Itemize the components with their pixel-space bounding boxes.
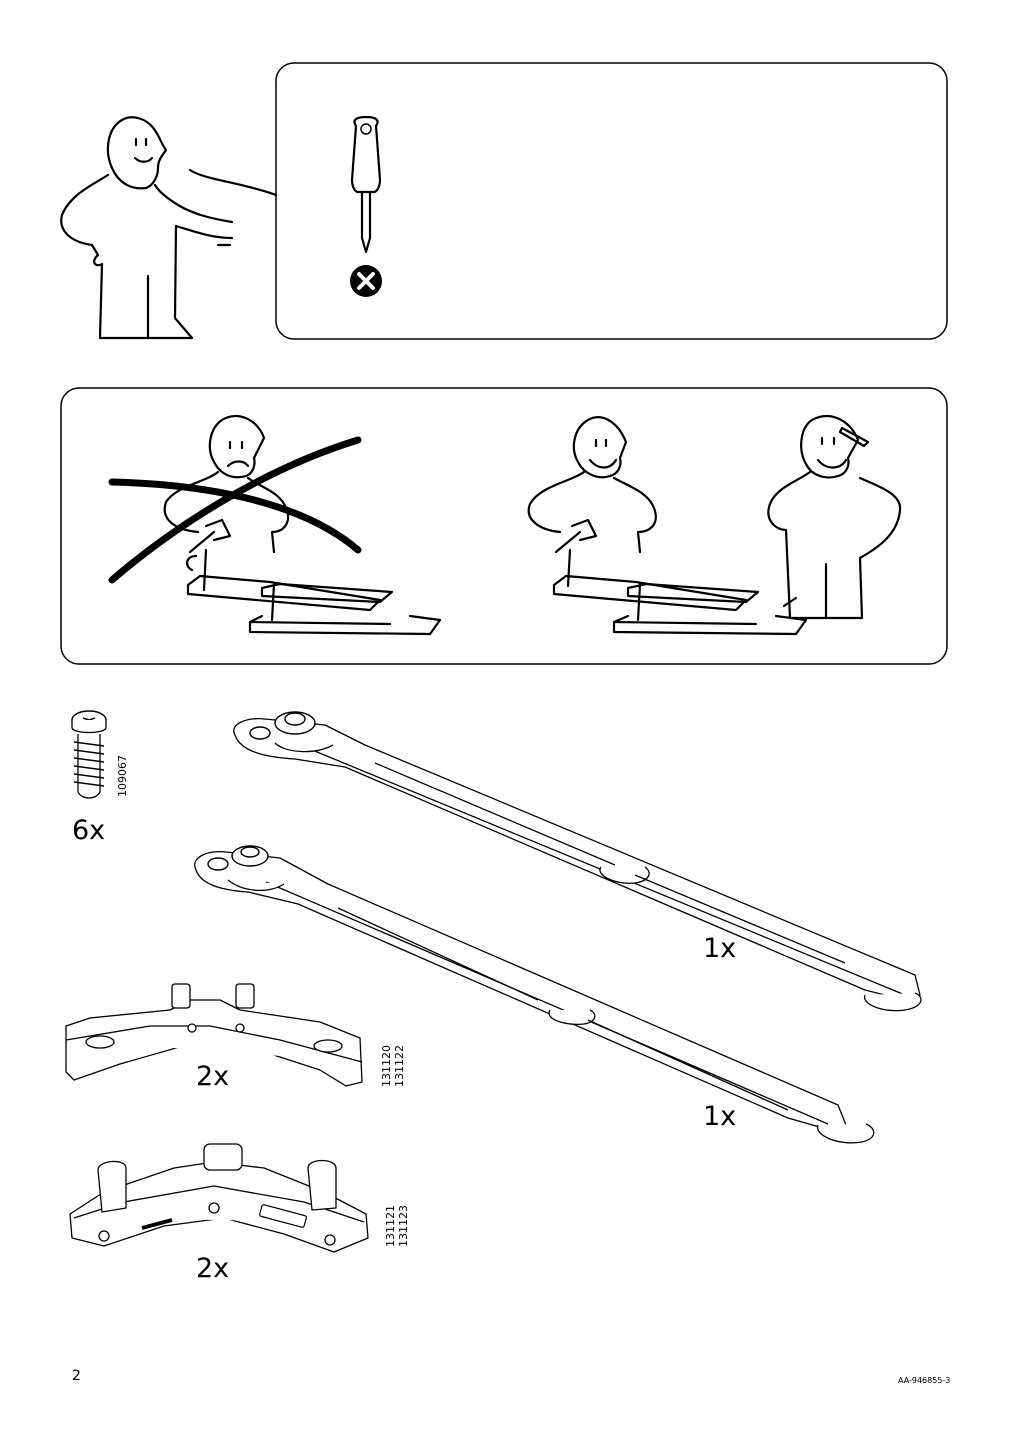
bracket-a-quantity: 2x [196, 1061, 230, 1092]
screwdriver-icon [350, 115, 382, 254]
bracket-b-part-number-1: 131121 [384, 1205, 397, 1247]
bracket-a-icon [65, 983, 363, 1087]
document-code: AA-946855-3 [898, 1376, 951, 1385]
bracket-b-icon [69, 1143, 369, 1253]
bracket-a-part-number-1: 131120 [380, 1045, 393, 1087]
bracket-b-quantity: 2x [196, 1253, 230, 1284]
tool-callout-panel [275, 62, 948, 340]
screw-part-number: 109067 [116, 755, 129, 797]
screw-quantity: 6x [72, 815, 106, 846]
rail-icon-lower [194, 845, 875, 1144]
bracket-b-part-number-2: 131123 [397, 1205, 410, 1247]
cross-circle-icon [350, 265, 382, 297]
screw-icon [71, 710, 107, 799]
person-pointing-illustration [60, 62, 948, 340]
rail-icon-upper [233, 711, 922, 1012]
page-number: 2 [72, 1368, 81, 1384]
two-persons-ok [527, 415, 902, 636]
two-person-assembly-panel [60, 387, 948, 665]
rail-lower-quantity: 1x [703, 1101, 737, 1132]
single-person-crossed-out [108, 414, 442, 636]
bracket-a-part-number-2: 131122 [393, 1045, 406, 1087]
rail-upper-quantity: 1x [703, 933, 737, 964]
